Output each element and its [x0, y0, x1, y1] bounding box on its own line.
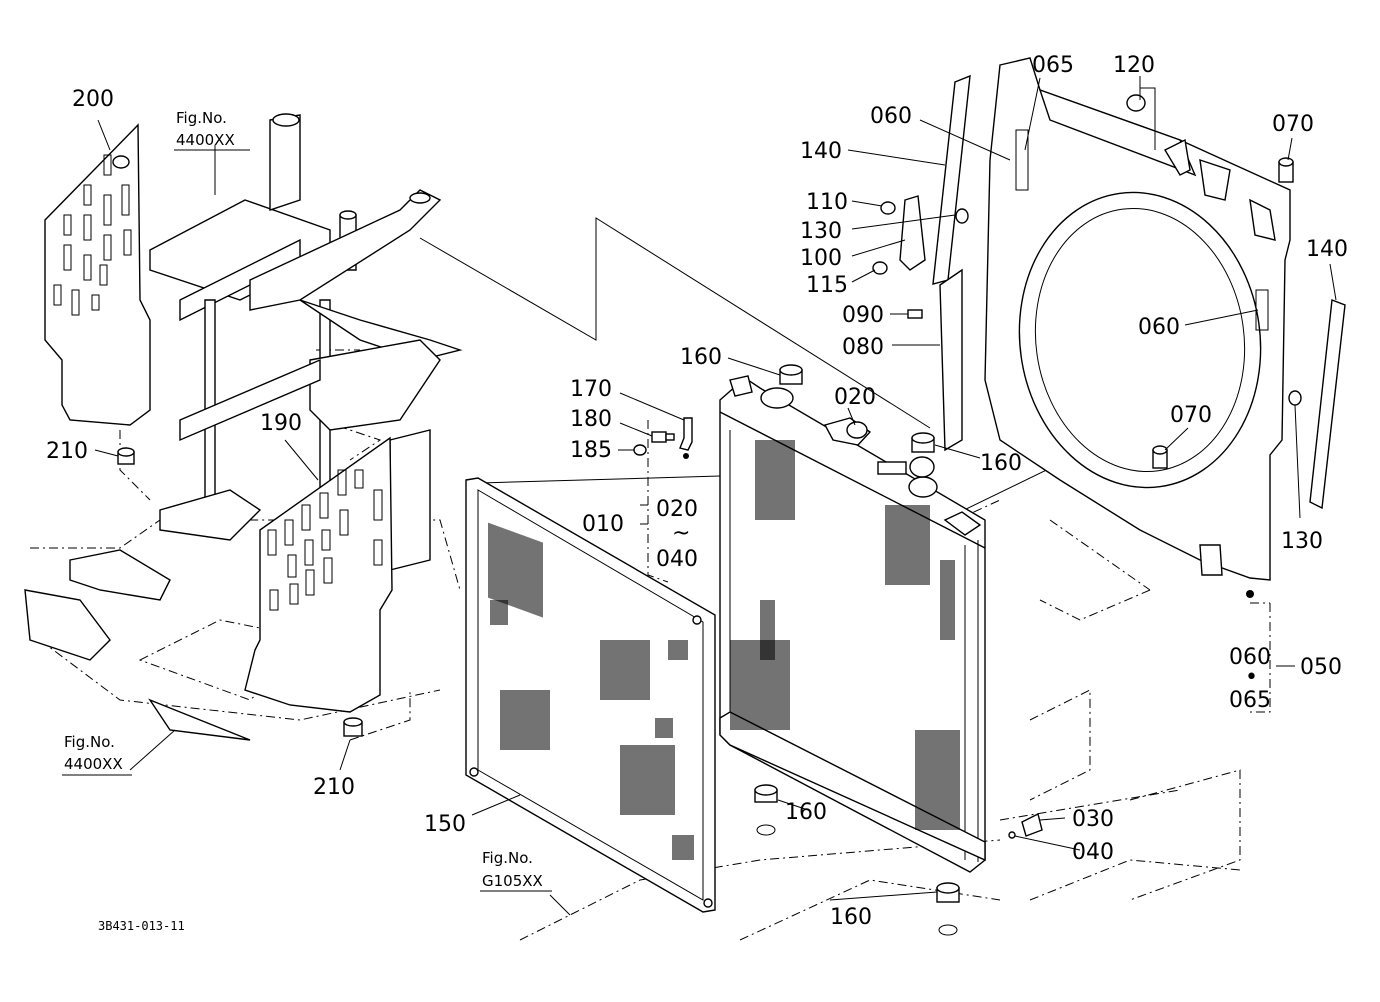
grommet-110 — [880, 201, 896, 215]
nut-130-b — [1288, 390, 1302, 406]
fig-ref-top-prefix: Fig.No. — [176, 109, 227, 127]
cushion-160-c — [754, 784, 778, 836]
bolt-180 — [651, 431, 675, 443]
callout-060-top: 060 — [870, 104, 912, 129]
drawing-code: 3B431-013-11 — [98, 919, 185, 933]
callout-110: 110 — [806, 190, 848, 215]
callout-040: 040 — [1072, 840, 1114, 865]
callout-140-left: 140 — [800, 139, 842, 164]
callout-130-left: 130 — [800, 219, 842, 244]
callout-010: 010 — [582, 512, 624, 537]
nut-130-a — [955, 208, 969, 224]
fig-ref-bottom-prefix: Fig.No. — [482, 849, 533, 867]
callout-185: 185 — [570, 438, 612, 463]
callout-130-right: 130 — [1281, 529, 1323, 554]
leader-lines — [94, 76, 1337, 916]
callout-200: 200 — [72, 87, 114, 112]
callout-150: 150 — [424, 812, 466, 837]
callout-210-left: 210 — [46, 439, 88, 464]
side-shield-200 — [44, 123, 151, 426]
bolt-090 — [907, 309, 923, 319]
seal-140-left — [932, 74, 971, 285]
assembly-point — [683, 453, 689, 459]
bracket-100 — [899, 195, 926, 271]
cushion-160-b — [911, 432, 935, 453]
callout-030: 030 — [1072, 807, 1114, 832]
drain-030 — [1021, 812, 1043, 837]
callout-160-top: 160 — [680, 345, 722, 370]
callout-210-right: 210 — [313, 775, 355, 800]
mount-210-left — [117, 447, 135, 465]
callout-100: 100 — [800, 246, 842, 271]
callout-080: 080 — [842, 335, 884, 360]
fig-ref-bottom-number: G105XX — [482, 872, 543, 890]
callout-180: 180 — [570, 407, 612, 432]
callout-140-right: 140 — [1306, 237, 1348, 262]
bolt-070-b — [1152, 445, 1168, 469]
cushion-160-a — [779, 364, 803, 385]
plate-080 — [939, 268, 963, 452]
fig-ref-top-number: 4400XX — [176, 131, 235, 149]
callout-020-range: 020 — [656, 497, 698, 522]
side-shield-190 — [244, 436, 393, 713]
callout-060-group: 060 — [1229, 645, 1271, 670]
dust-screen-150 — [465, 477, 716, 913]
shroud-point — [1246, 590, 1254, 598]
oring-040 — [1008, 831, 1016, 839]
callout-070-top: 070 — [1272, 112, 1314, 137]
callout-160-bottom: 160 — [785, 800, 827, 825]
callout-065-top: 065 — [1032, 53, 1074, 78]
callout-040-range: 040 — [656, 547, 698, 572]
callout-070-center: 070 — [1170, 403, 1212, 428]
washer-185 — [633, 444, 647, 456]
bracket-170 — [679, 417, 693, 451]
callout-090: 090 — [842, 303, 884, 328]
callout-160-tank: 160 — [980, 451, 1022, 476]
fan-shroud-050 — [984, 57, 1291, 581]
callout-160-lower: 160 — [830, 905, 872, 930]
fig-ref-left-prefix: Fig.No. — [64, 733, 115, 751]
callout-190: 190 — [260, 411, 302, 436]
bolt-070-a — [1278, 157, 1294, 183]
callout-065-group: 065 — [1229, 688, 1271, 713]
callout-050: 050 — [1300, 655, 1342, 680]
radiator-010 — [719, 375, 986, 873]
callout-115: 115 — [806, 273, 848, 298]
seal-140-right — [1309, 299, 1346, 510]
callout-tilde: ~ — [672, 521, 690, 546]
callout-dot: • — [1245, 665, 1258, 690]
cushion-160-d — [936, 882, 960, 936]
mount-210-right — [343, 717, 363, 737]
fig-ref-left-number: 4400XX — [64, 755, 123, 773]
callout-170: 170 — [570, 377, 612, 402]
callout-060-center: 060 — [1138, 315, 1180, 340]
grommet-115 — [872, 261, 888, 275]
callout-120: 120 — [1113, 53, 1155, 78]
callout-020: 020 — [834, 385, 876, 410]
